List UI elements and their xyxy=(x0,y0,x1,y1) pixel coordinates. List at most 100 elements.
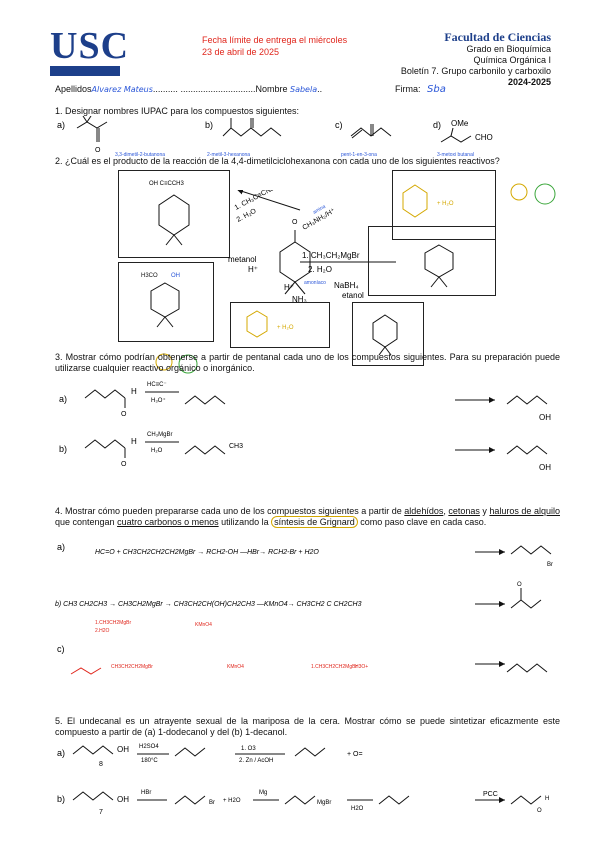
q2-box-ammonia: + H₂O xyxy=(230,302,330,348)
q5b-n: 7 xyxy=(99,809,103,816)
q5b-mgbr: MgBr xyxy=(317,800,331,806)
q5a-reagent4: 2. Zn / AcOH xyxy=(239,758,273,764)
q1a-oxygen: O xyxy=(95,147,101,154)
q5-label-a: a) xyxy=(57,748,65,758)
q2-methanol-reagent: metanol H⁺ xyxy=(228,255,258,274)
q1d-cho: CHO xyxy=(475,133,493,142)
academic-year: 2024-2025 xyxy=(507,77,551,87)
question-5-schemes: a) OH 8 H2SO4 180°C 1. O3 2. Zn / AcOH +… xyxy=(57,744,549,816)
question-5-text: 5. El undecanal es un atrayente sexual d… xyxy=(55,716,560,737)
question-4-text: 4. Mostrar cómo pueden prepararse cada u… xyxy=(55,506,560,528)
q5b-reagent2: Mg xyxy=(259,790,267,796)
q2-lower-reagents: H⁺ NH₃ NaBH₄ etanol amoníaco xyxy=(284,280,364,304)
q4b-red3: KMnO4 xyxy=(195,622,212,628)
q3b-oh: OH xyxy=(539,463,551,472)
q4-label-a: a) xyxy=(57,542,65,552)
q4c-red4: H3O+ xyxy=(355,664,368,670)
q2-reagent3b: 2. H₂O xyxy=(308,265,332,274)
q2-reagent5: NH₃ xyxy=(292,295,307,304)
q5-label-b: b) xyxy=(57,794,65,804)
q5a-reagent3: 1. O3 xyxy=(241,746,256,752)
q3a-oh: OH xyxy=(539,413,551,422)
q4c-red2: KMnO4 xyxy=(227,664,244,670)
q4c-red3: 1.CH3CH2CH2MgBr xyxy=(311,664,357,670)
q5a-n: 8 xyxy=(99,761,103,768)
q5b-o: O xyxy=(537,808,542,814)
q5b-reagent1: HBr xyxy=(141,790,151,796)
q2-reagent4b: H⁺ xyxy=(248,265,258,274)
signature: Sba xyxy=(427,84,446,95)
q4-haluros: haluros de alquilo xyxy=(489,506,560,516)
q2-central-ketone: 1. CH₃C≡CNa 2. H₂O O CH₃NH₂/H⁺ amina xyxy=(234,190,337,295)
q4-sintesis: síntesis de Grignard xyxy=(271,516,358,528)
q2-box-grignard xyxy=(368,226,496,296)
degree-name: Grado en Bioquímica xyxy=(466,44,551,54)
dots-1: .......... xyxy=(152,84,178,94)
q2-reagent5b: H⁺ xyxy=(284,283,294,292)
q4a-br: Br xyxy=(547,562,553,568)
q1a-answer: 3,3-dimetil-2-butanona xyxy=(115,152,165,158)
course-name: Química Orgánica I xyxy=(473,55,551,65)
question-1-structures: a) O 3,3-dimetil-2-butanona b) 2-metil-3… xyxy=(57,116,493,158)
q3a-h: H xyxy=(131,387,137,396)
q1b-structure xyxy=(222,118,282,137)
deadline-line1: Fecha límite de entrega el miércoles xyxy=(202,35,348,45)
question-4-schemes: a) HC=O + CH3CH2CH2CH2MgBr → RCH2-OH —HB… xyxy=(55,542,553,675)
q5b-reagent3: H2O xyxy=(351,806,364,812)
q5a-o-eq: + O= xyxy=(347,751,363,758)
q3a-reagent: HC≡C⁻ xyxy=(147,382,167,388)
surname-value[interactable]: Alvarez Mateus xyxy=(91,85,153,94)
q1-label-a: a) xyxy=(57,120,65,130)
q2-mechanism-sketch xyxy=(510,183,556,205)
sign-label: Firma: xyxy=(395,84,421,94)
q4b-red2: 2.H2O xyxy=(95,628,110,634)
surname-label: Apellidos xyxy=(55,84,92,94)
q2-reagent4: metanol xyxy=(228,255,257,264)
q1d-ome: OMe xyxy=(451,119,469,128)
q1c-answer: pent-1-en-3-ona xyxy=(341,152,377,158)
q2-reagent6: NaBH₄ xyxy=(334,281,359,290)
student-row: ApellidosAlvarez Mateus.......... ......… xyxy=(55,84,550,95)
q3b-ch3: CH3 xyxy=(229,443,243,450)
q4-cuatro: cuatro carbonos o menos xyxy=(117,517,219,527)
q2-reagent6b: etanol xyxy=(342,291,364,300)
q1c-structure xyxy=(350,124,392,139)
q5b-h: H xyxy=(545,796,549,802)
svg-text:H3CO: H3CO xyxy=(141,273,158,279)
logo-subtitle-band xyxy=(50,66,120,76)
q5b-pcc: PCC xyxy=(483,791,498,798)
dots-2: .............................. xyxy=(180,84,256,94)
name-value[interactable]: Sabela xyxy=(290,85,318,94)
q1a-structure xyxy=(76,116,108,142)
q1-label-c: c) xyxy=(335,120,343,130)
q4b-line: b) CH3 CH2CH3 → CH3CH2MgBr → CH3CH2CH(OH… xyxy=(55,601,362,608)
q3-label-b: b) xyxy=(59,444,67,454)
q4b-o: O xyxy=(517,582,522,588)
q5b-br: Br xyxy=(209,800,215,806)
q2-oh-blue: OH xyxy=(171,273,180,279)
question-1-text: 1. Designar nombres IUPAC para los compu… xyxy=(55,106,299,116)
q4-aldehidos: aldehídos xyxy=(404,506,444,516)
q3b-reagent2: H₂O xyxy=(151,448,163,454)
question-3-schemes: a) H O HC≡C⁻ H₃O⁺ OH b) H O CH₃MgBr H₂O … xyxy=(59,382,551,472)
dots-3: .. xyxy=(317,84,323,94)
q2-prod1-label: OH C≡CCH3 xyxy=(149,181,185,187)
name-label: Nombre xyxy=(255,84,288,94)
q2-box-acetylide: OH C≡CCH3 xyxy=(118,170,230,258)
q2-ammonia-h2o: + H₂O xyxy=(277,325,294,331)
q4-cetonas: cetonas xyxy=(448,506,480,516)
q1d-answer: 3-metoxi butanal xyxy=(437,152,474,158)
q5a-oh: OH xyxy=(117,745,129,754)
q2-box-hemiacetal: H3CO OH xyxy=(118,262,214,342)
question-2-text: 2. ¿Cuál es el producto de la reacción d… xyxy=(55,156,500,166)
q3b-h: H xyxy=(131,437,137,446)
q2-box-imine: + H₂O xyxy=(392,170,496,240)
q1-label-d: d) xyxy=(433,120,441,130)
faculty-name: Facultad de Ciencias xyxy=(444,30,551,44)
q3-label-a: a) xyxy=(59,394,67,404)
q2-grignard-reagent: 1. CH₃CH₂MgBr 2. H₂O xyxy=(300,251,396,274)
q2-imine-h2o: + H₂O xyxy=(437,201,454,207)
q2-reagent3: 1. CH₃CH₂MgBr xyxy=(302,251,360,260)
q4-label-c: c) xyxy=(57,644,65,654)
q2-amonia-note: amoníaco xyxy=(304,280,326,286)
